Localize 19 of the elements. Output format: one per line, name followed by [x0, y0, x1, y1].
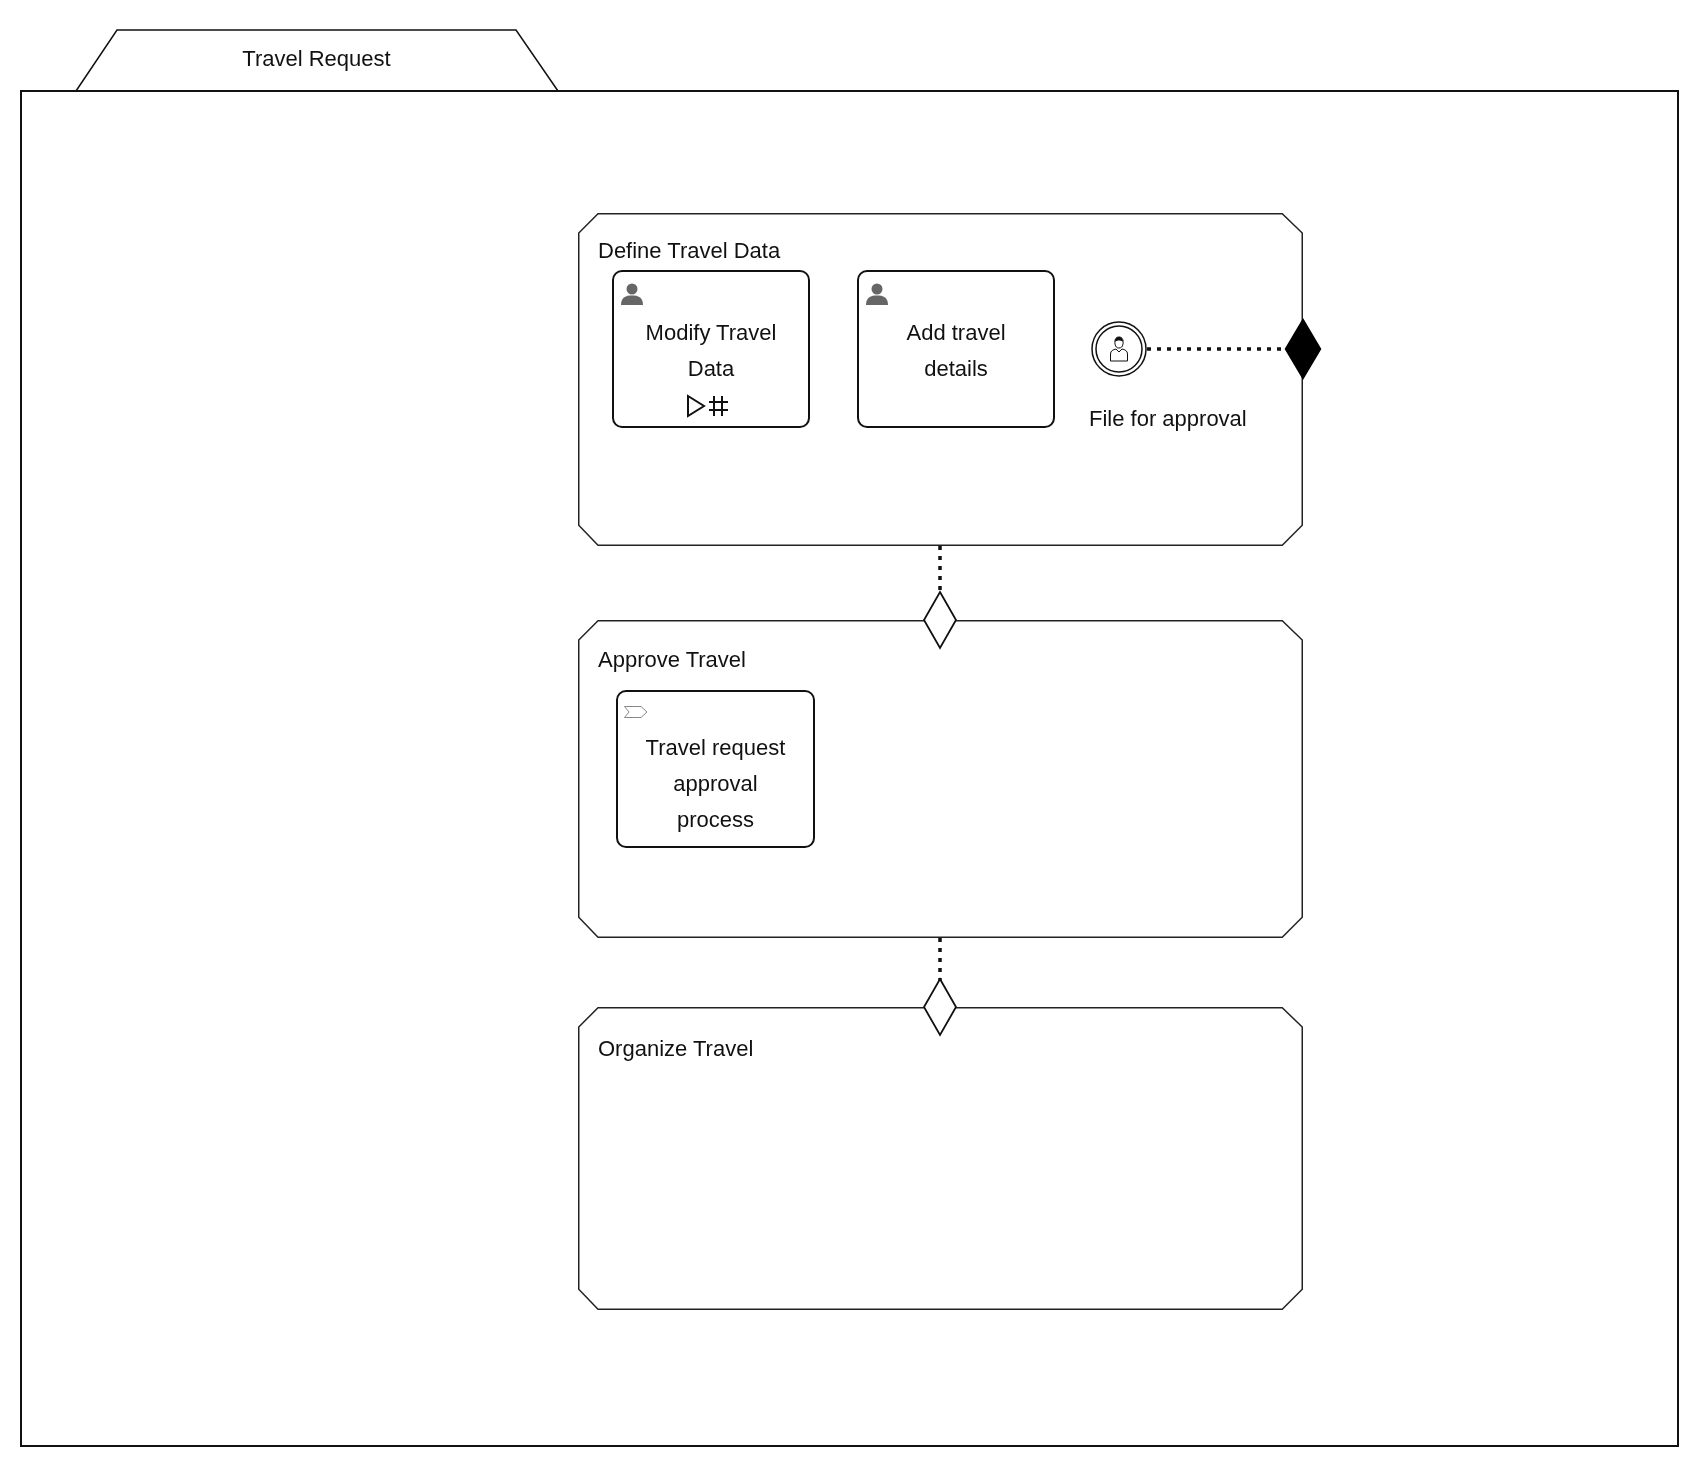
task-label: Modify Travel Data — [644, 319, 778, 383]
phase-box — [578, 1007, 1303, 1310]
task-label: Add travel details — [905, 319, 1007, 383]
event-circle — [1091, 321, 1147, 377]
connector — [923, 546, 957, 649]
frame-title: Travel Request — [241, 45, 392, 73]
connector — [923, 938, 957, 1036]
phase-box — [578, 620, 1303, 938]
task-box — [612, 270, 810, 428]
connector — [1147, 318, 1322, 380]
process-frame — [20, 29, 1679, 1447]
task-label: Travel request approval process — [644, 734, 787, 834]
event-label: File for approval — [1089, 405, 1247, 433]
task-box — [616, 690, 815, 848]
phase-title: Define Travel Data — [598, 237, 781, 265]
phase-title: Organize Travel — [598, 1035, 754, 1063]
phase-title: Approve Travel — [598, 646, 746, 674]
task-box — [857, 270, 1055, 428]
phase-box — [578, 213, 1303, 546]
